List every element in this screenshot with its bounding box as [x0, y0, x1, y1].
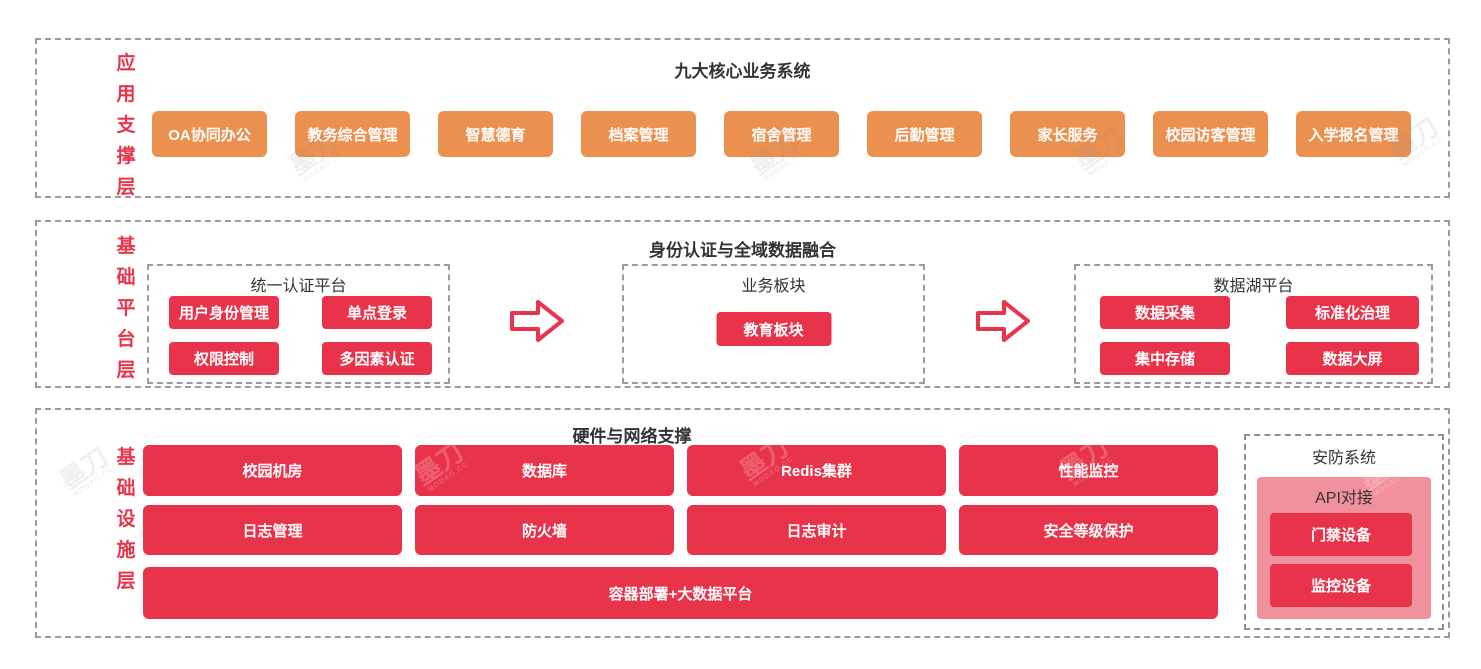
api-integration-title: API对接	[1315, 490, 1373, 507]
node-campus-server-room: 校园机房	[143, 445, 402, 496]
node-academic-mgmt: 教务综合管理	[295, 111, 410, 157]
layer-application-support: 应 用 支 撑 层 九大核心业务系统 OA协同办公 教务综合管理 智慧德育 档案…	[35, 38, 1450, 198]
layer-platform-vertical-label: 基 础 平 台 层	[109, 231, 143, 386]
layer-infra-label-char: 础	[116, 478, 136, 499]
layer-platform-label-char: 基	[116, 236, 136, 257]
flow-arrow-right-icon	[975, 298, 1031, 349]
node-data-dashboard: 数据大屏	[1286, 342, 1419, 375]
layer-app-label-char: 应	[116, 53, 136, 74]
data-lake-title: 数据湖平台	[1213, 278, 1294, 295]
node-redis-cluster: Redis集群	[687, 445, 946, 496]
node-parent-service: 家长服务	[1010, 111, 1125, 157]
group-security-system: 安防系统 API对接 门禁设备 监控设备	[1244, 434, 1444, 630]
api-integration-panel: API对接 门禁设备 监控设备	[1257, 477, 1431, 619]
layer-infrastructure: 基 础 设 施 层 硬件与网络支撑 校园机房 数据库 Redis集群 性能监控 …	[35, 408, 1450, 638]
layer-app-label-char: 层	[116, 177, 136, 198]
node-firewall: 防火墙	[415, 505, 674, 555]
layer-infra-label-char: 设	[116, 509, 136, 530]
node-enrollment-mgmt: 入学报名管理	[1296, 111, 1411, 157]
node-security-level-protection: 安全等级保护	[959, 505, 1218, 555]
app-button-row: OA协同办公 教务综合管理 智慧德育 档案管理 宿舍管理 后勤管理 家长服务 校…	[152, 111, 1411, 157]
node-archive-mgmt: 档案管理	[581, 111, 696, 157]
node-user-identity-mgmt: 用户身份管理	[169, 296, 279, 329]
layer-app-label-char: 用	[116, 84, 136, 105]
layer-app-vertical-label: 应 用 支 撑 层	[109, 48, 143, 203]
app-layer-title: 九大核心业务系统	[674, 62, 811, 81]
layer-platform-label-char: 础	[116, 267, 136, 288]
layer-infra-label-char: 层	[116, 571, 136, 592]
node-log-audit: 日志审计	[687, 505, 946, 555]
node-standardized-governance: 标准化治理	[1286, 296, 1419, 329]
layer-app-label-char: 撑	[116, 146, 136, 167]
node-dorm-mgmt: 宿舍管理	[724, 111, 839, 157]
infra-layer-title: 硬件与网络支撑	[572, 427, 692, 446]
security-system-title: 安防系统	[1311, 450, 1376, 467]
business-section-title: 业务板块	[741, 278, 806, 295]
layer-infra-label-char: 施	[116, 540, 136, 561]
layer-platform-label-char: 台	[116, 329, 136, 350]
node-education-section: 教育板块	[716, 312, 831, 346]
group-business-section: 业务板块 教育板块	[622, 264, 925, 384]
layer-app-label-char: 支	[116, 115, 136, 136]
group-unified-auth-platform: 统一认证平台 用户身份管理 单点登录 权限控制 多因素认证	[147, 264, 450, 384]
flow-arrow-right-icon	[509, 298, 565, 349]
node-smart-moral-edu: 智慧德育	[438, 111, 553, 157]
node-centralized-storage: 集中存储	[1100, 342, 1230, 375]
node-performance-monitoring: 性能监控	[959, 445, 1218, 496]
node-logistics-mgmt: 后勤管理	[867, 111, 982, 157]
group-data-lake-platform: 数据湖平台 数据采集 标准化治理 集中存储 数据大屏	[1074, 264, 1433, 384]
node-data-collection: 数据采集	[1100, 296, 1230, 329]
node-oa-office: OA协同办公	[152, 111, 267, 157]
node-permission-control: 权限控制	[169, 342, 279, 375]
node-mfa: 多因素认证	[322, 342, 432, 375]
node-log-management: 日志管理	[143, 505, 402, 555]
layer-base-platform: 基 础 平 台 层 身份认证与全域数据融合 统一认证平台 用户身份管理 单点登录…	[35, 220, 1450, 388]
node-surveillance-devices: 监控设备	[1270, 564, 1412, 607]
node-database: 数据库	[415, 445, 674, 496]
layer-platform-label-char: 层	[116, 360, 136, 381]
node-access-control-devices: 门禁设备	[1270, 513, 1412, 556]
layer-platform-label-char: 平	[116, 298, 136, 319]
platform-layer-title: 身份认证与全域数据融合	[649, 241, 836, 260]
layer-infra-label-char: 基	[116, 447, 136, 468]
layer-infra-vertical-label: 基 础 设 施 层	[109, 442, 143, 597]
unified-auth-title: 统一认证平台	[250, 278, 347, 295]
node-visitor-mgmt: 校园访客管理	[1153, 111, 1268, 157]
node-container-bigdata-platform: 容器部署+大数据平台	[143, 567, 1218, 619]
node-single-sign-on: 单点登录	[322, 296, 432, 329]
